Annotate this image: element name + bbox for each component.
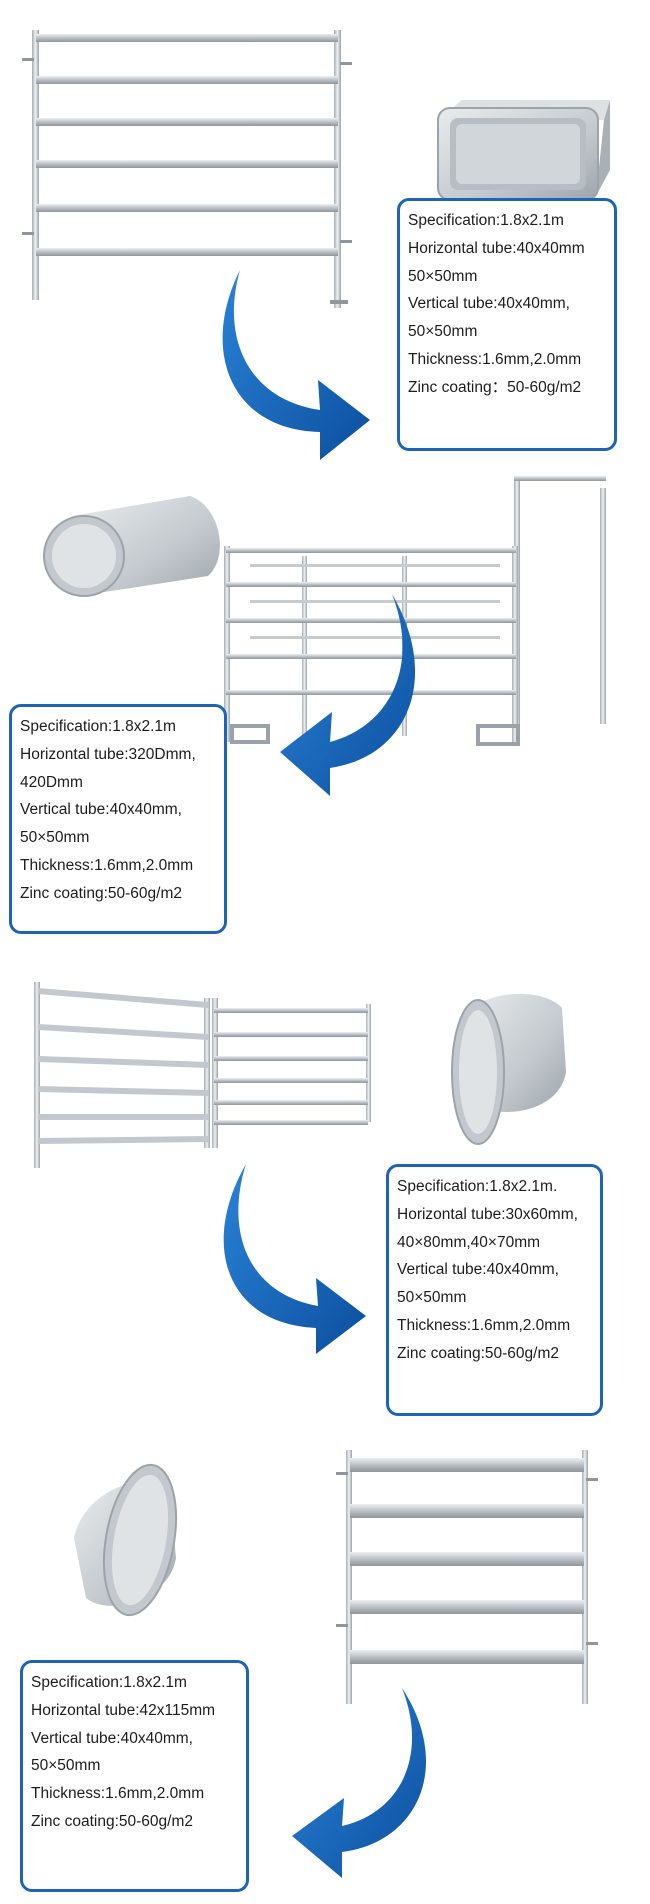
section-4-artwork <box>74 1450 598 1878</box>
spec-line: Thickness:1.6mm,2.0mm <box>20 856 194 874</box>
wide-rail-panel-image <box>336 1450 598 1704</box>
spec-box-2: Specification:1.8x2.1m Horizontal tube:3… <box>9 704 227 934</box>
oval-tube-icon <box>451 993 566 1145</box>
product-section-1: Specification:1.8x2.1m Horizontal tube:4… <box>0 0 650 476</box>
spec-line: 40×80mm,40×70mm <box>397 1233 541 1251</box>
spec-line: Specification:1.8x2.1m <box>31 1674 187 1691</box>
curved-arrow-icon <box>292 1688 427 1878</box>
spec-line: Thickness:1.6mm,2.0mm <box>397 1316 571 1334</box>
oval-tube-icon <box>74 1463 177 1617</box>
spec-line: 420Dmm <box>20 773 83 791</box>
curved-arrow-icon <box>223 1164 366 1354</box>
spec-box-1: Specification:1.8x2.1m Horizontal tube:4… <box>397 198 617 451</box>
spec-line: Vertical tube:40x40mm, <box>397 1261 559 1279</box>
spec-line: Vertical tube:40x40mm, <box>31 1729 193 1747</box>
straight-rail-panel-image <box>22 30 352 308</box>
section-2-artwork <box>43 476 606 796</box>
spec-line: 50×50mm <box>408 323 478 341</box>
spec-line: Thickness:1.6mm,2.0mm <box>408 350 582 368</box>
spec-line: Specification:1.8x2.1m <box>20 718 176 735</box>
curved-arrow-icon <box>280 594 416 796</box>
spec-line: 50×50mm <box>408 267 478 285</box>
spec-line: Horizontal tube:320Dmm, <box>20 745 196 763</box>
product-section-4: Specification:1.8x2.1m Horizontal tube:4… <box>0 1428 650 1904</box>
spec-line: Horizontal tube:40x40mm <box>408 239 585 257</box>
spec-line: Horizontal tube:42x115mm <box>31 1701 216 1719</box>
spec-box-3: Specification:1.8x2.1m. Horizontal tube:… <box>386 1164 603 1416</box>
spec-line: Specification:1.8x2.1m <box>408 212 564 229</box>
spec-line: 50×50mm <box>31 1757 101 1775</box>
spec-line: Specification:1.8x2.1m. <box>397 1178 558 1195</box>
joined-panels-image <box>34 982 371 1168</box>
round-yard-pen-image <box>224 476 606 746</box>
spec-line: 50×50mm <box>20 829 90 847</box>
spec-line: Zinc coating:50-60g/m2 <box>31 1812 193 1830</box>
section-3-artwork <box>34 982 566 1354</box>
spec-line: Zinc coating:50-60g/m2 <box>397 1344 559 1362</box>
spec-line: Horizontal tube:30x60mm, <box>397 1205 578 1223</box>
product-section-3: Specification:1.8x2.1m. Horizontal tube:… <box>0 952 650 1428</box>
curved-arrow-icon <box>222 270 370 460</box>
round-tube-icon <box>43 496 220 597</box>
square-tube-icon <box>437 100 610 201</box>
spec-line: 50×50mm <box>397 1289 467 1307</box>
spec-line: Zinc coating:50-60g/m2 <box>20 884 182 902</box>
spec-box-4: Specification:1.8x2.1m Horizontal tube:4… <box>20 1660 249 1892</box>
product-section-2: Specification:1.8x2.1m Horizontal tube:3… <box>0 476 650 952</box>
spec-line: Thickness:1.6mm,2.0mm <box>31 1785 205 1803</box>
spec-line: Zinc coating：50-60g/m2 <box>408 378 582 396</box>
spec-line: Vertical tube:40x40mm, <box>408 295 570 313</box>
spec-line: Vertical tube:40x40mm, <box>20 801 182 819</box>
section-1-artwork <box>22 30 610 460</box>
